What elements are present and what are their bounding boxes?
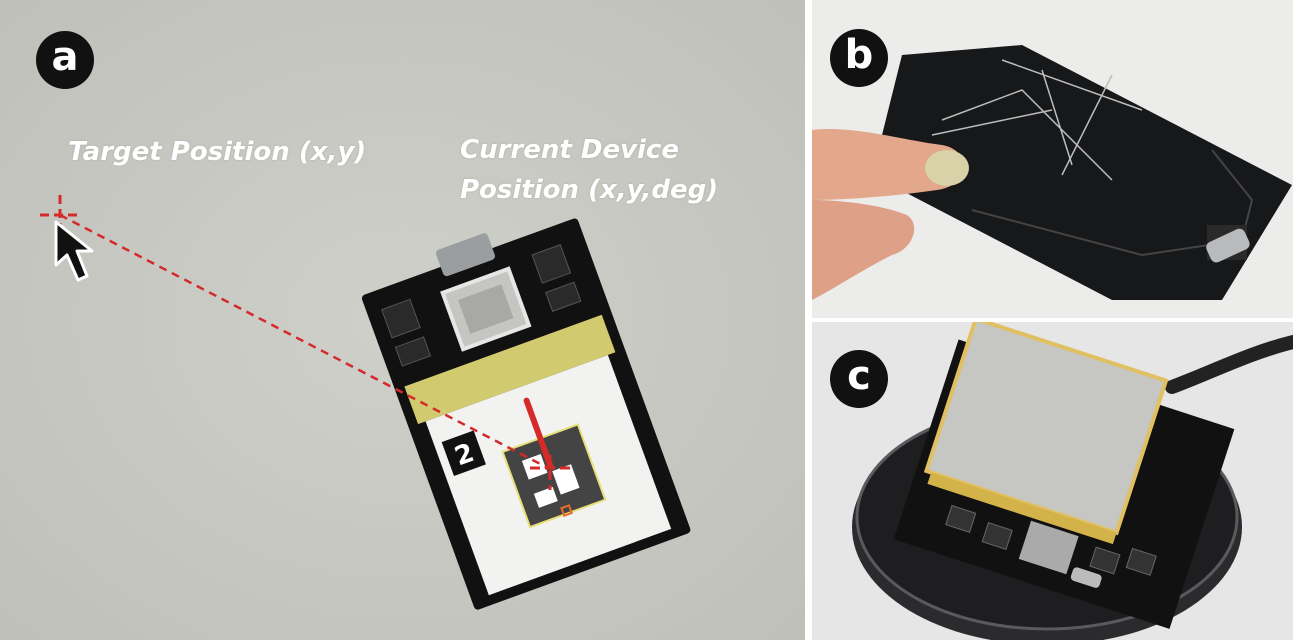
current-device-label-line2: Position (x,y,deg) [460, 175, 719, 205]
trajectory-line [59, 213, 549, 470]
panel-a-scene: 2 [0, 0, 805, 640]
chip-core [458, 284, 514, 334]
coil-sheet [872, 45, 1292, 300]
usb-connector [435, 233, 495, 277]
device-board [893, 322, 1235, 629]
panel-label-b: b [830, 29, 888, 87]
panel-b-photo: b [812, 0, 1293, 318]
current-device-label-line1: Current Device [460, 135, 679, 165]
board-component [945, 504, 977, 533]
panel-a-photo: 2 a Target Position (x,y) Current Device… [0, 0, 805, 640]
charger-cable [1165, 335, 1293, 394]
cursor-icon [54, 220, 94, 282]
component-left [381, 298, 421, 339]
finger-thumb [812, 128, 964, 200]
corner-marker [560, 504, 574, 517]
fingernail [925, 150, 969, 186]
current-position-crosshair [530, 455, 575, 490]
battery-cell [923, 322, 1169, 536]
board-component [981, 522, 1013, 551]
board-chip [1018, 520, 1079, 575]
board-component [1125, 547, 1157, 576]
panel-label-a: a [36, 31, 94, 89]
fiducial-cell [552, 464, 580, 495]
connector-plug [1206, 228, 1250, 263]
component-left-2 [394, 336, 432, 367]
panel-label-c: c [830, 350, 888, 408]
tape-strip [927, 472, 1117, 545]
fiducial-cell [533, 486, 558, 508]
target-position-label: Target Position (x,y) [68, 137, 367, 167]
component-right-2 [545, 281, 582, 312]
sheet-graphic-lines [931, 59, 1143, 181]
finger-lower [812, 200, 915, 300]
device-number-box [441, 430, 486, 476]
panel-c-scene [812, 322, 1293, 640]
orientation-line [523, 397, 554, 470]
board-component [1089, 546, 1121, 575]
component-right [531, 244, 572, 284]
device-board[interactable]: 2 [355, 201, 692, 610]
tape [404, 314, 616, 425]
panel-b-scene [812, 0, 1293, 318]
usb-port [1070, 567, 1102, 588]
panel-c-photo: c [812, 322, 1293, 640]
